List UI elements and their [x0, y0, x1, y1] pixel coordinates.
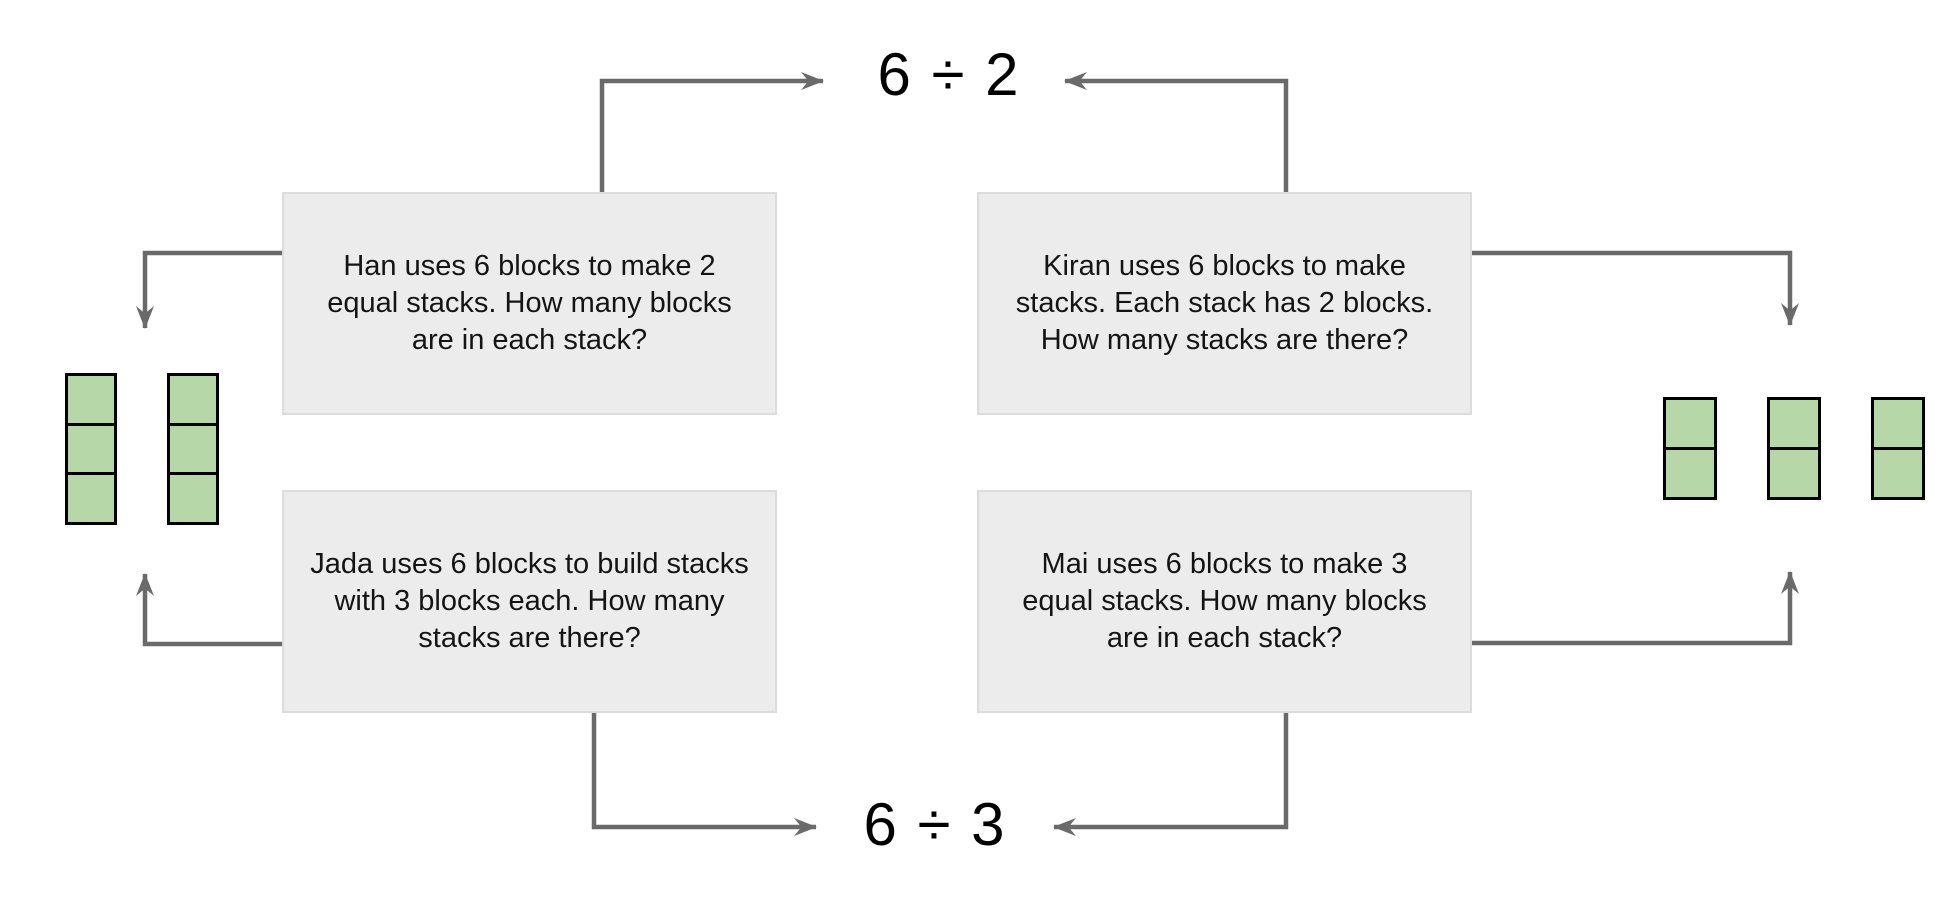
arrow-kiran-to-expression-top: [1064, 72, 1289, 192]
green-block: [1770, 450, 1818, 497]
card-jada-text: Jada uses 6 blocks to build stacks with …: [310, 548, 749, 654]
arrow-han-to-left-blocks: [136, 250, 282, 329]
card-kiran-text: Kiran uses 6 blocks to make stacks. Each…: [1015, 250, 1434, 356]
green-block: [1874, 400, 1922, 450]
block-group-left-two-stacks-of-three: [65, 373, 219, 525]
block-group-right-three-stacks-of-two: [1663, 397, 1925, 500]
green-block: [1666, 450, 1714, 497]
card-kiran-problem: Kiran uses 6 blocks to make stacks. Each…: [977, 192, 1472, 415]
block-stack: [1871, 397, 1925, 500]
block-stack: [1767, 397, 1821, 500]
card-mai-problem: Mai uses 6 blocks to make 3 equal stacks…: [977, 490, 1472, 713]
block-stack: [1663, 397, 1717, 500]
card-han-problem: Han uses 6 blocks to make 2 equal stacks…: [282, 192, 777, 415]
card-mai-text: Mai uses 6 blocks to make 3 equal stacks…: [1022, 548, 1427, 654]
arrow-mai-to-right-blocks: [1472, 571, 1799, 646]
green-block: [170, 376, 216, 426]
green-block: [1770, 400, 1818, 450]
arrow-kiran-to-right-blocks: [1472, 250, 1799, 326]
green-block: [1874, 450, 1922, 497]
green-block: [170, 475, 216, 523]
arrow-mai-to-expression-bottom: [1053, 712, 1289, 836]
green-block: [170, 425, 216, 476]
green-block: [68, 376, 114, 426]
green-block: [68, 425, 114, 476]
card-han-text: Han uses 6 blocks to make 2 equal stacks…: [327, 250, 732, 356]
expression-6-div-2: 6 ÷ 2: [877, 41, 1021, 108]
expression-6-div-3: 6 ÷ 3: [863, 791, 1007, 858]
green-block: [1666, 400, 1714, 450]
arrow-jada-to-expression-bottom: [591, 712, 817, 836]
arrow-han-to-expression-top: [599, 72, 824, 192]
arrow-jada-to-left-blocks: [136, 573, 282, 647]
block-stack: [167, 373, 219, 525]
card-jada-problem: Jada uses 6 blocks to build stacks with …: [282, 490, 777, 713]
block-stack: [65, 373, 117, 525]
green-block: [68, 475, 114, 523]
